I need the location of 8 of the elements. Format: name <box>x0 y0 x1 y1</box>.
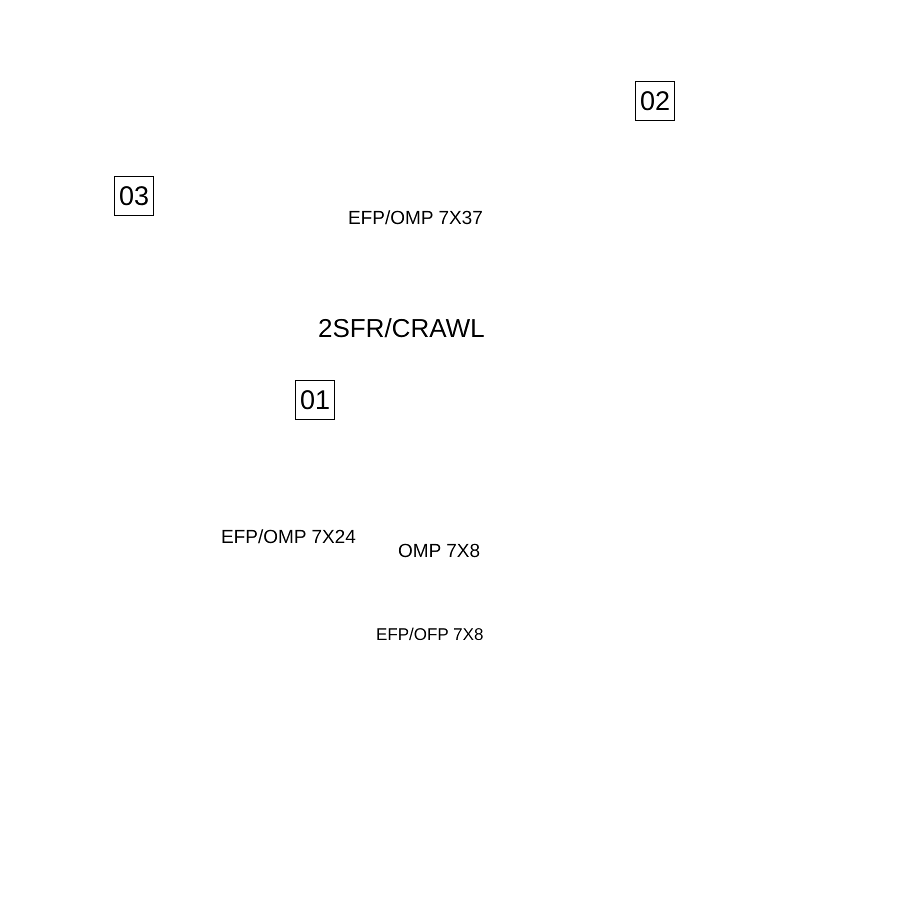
callout-number: 01 <box>295 380 335 420</box>
room-label: OMP 7X8 <box>398 541 480 563</box>
callout-number: 02 <box>635 81 675 121</box>
callout-number: 03 <box>114 176 154 216</box>
area-label: 2SFR/CRAWL <box>318 313 485 344</box>
room-label: EFP/OFP 7X8 <box>376 625 484 645</box>
room-label: EFP/OMP 7X24 <box>221 527 356 549</box>
room-label: EFP/OMP 7X37 <box>348 208 483 230</box>
